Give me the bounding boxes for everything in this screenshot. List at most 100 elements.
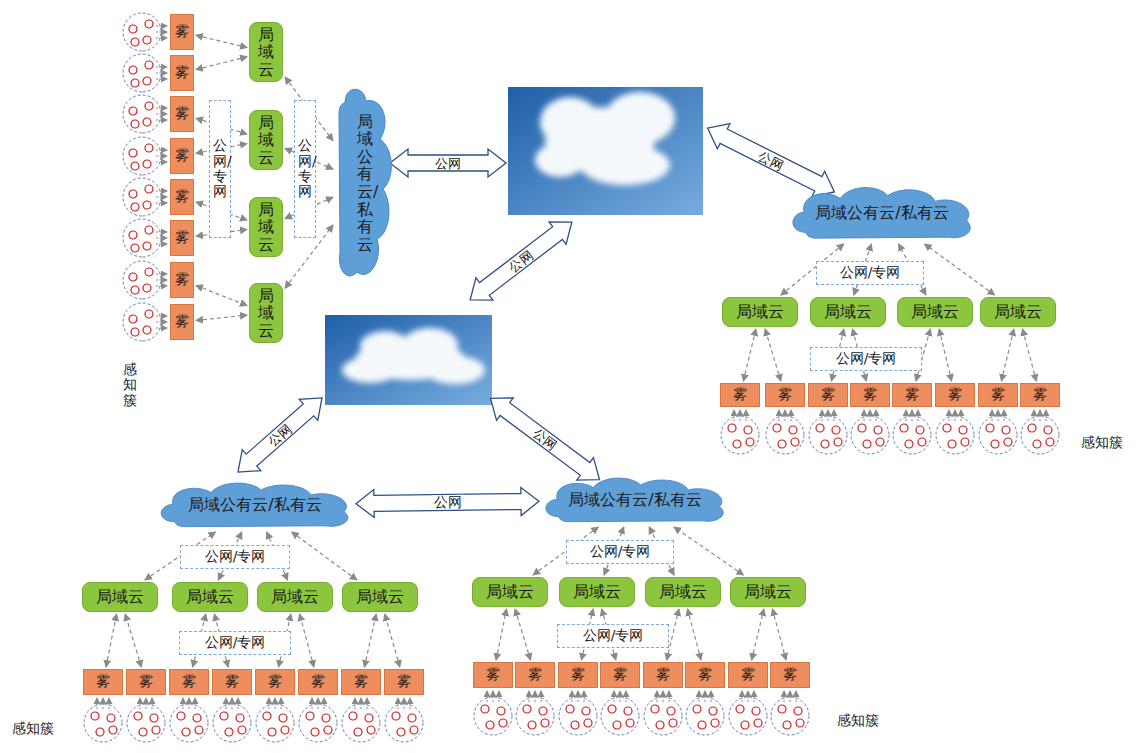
fog-node: 雾	[473, 662, 513, 688]
fog-node: 雾	[170, 262, 194, 298]
node-label: 雾	[175, 230, 189, 245]
sensor-cluster	[809, 410, 847, 454]
fog-node: 雾	[170, 55, 194, 91]
node-label: 雾	[733, 386, 747, 404]
link-connector	[196, 35, 247, 47]
node-label: 局域云	[736, 302, 784, 323]
link-connector	[125, 614, 141, 667]
network-arrow	[356, 487, 539, 517]
network-label: 公网	[506, 247, 536, 274]
node-label: 局域云	[258, 287, 274, 340]
sensor-cluster	[170, 698, 208, 742]
fog-node: 雾	[935, 383, 975, 407]
fog-node: 雾	[255, 669, 295, 695]
node-label: 雾	[268, 673, 282, 691]
network-arrow	[229, 387, 332, 482]
fog-node: 雾	[83, 669, 123, 695]
node-label: 雾	[311, 673, 325, 691]
node-label: 雾	[863, 386, 877, 404]
network-box: 公网/专网	[816, 261, 924, 285]
link-connector	[292, 532, 357, 580]
node-label: 雾	[571, 666, 585, 684]
fog-node: 雾	[170, 220, 194, 256]
sensor-cluster	[123, 95, 167, 133]
fog-node: 雾	[850, 383, 890, 407]
node-label: 雾	[486, 666, 500, 684]
node-label: 雾	[698, 666, 712, 684]
sensor-cluster	[213, 698, 251, 742]
sensor-cluster	[893, 410, 931, 454]
fog-node: 雾	[170, 138, 194, 174]
sensor-cluster	[342, 698, 380, 742]
fog-node: 雾	[808, 383, 848, 407]
network-box: 公网/专网	[209, 100, 231, 238]
fog-node: 雾	[558, 662, 598, 688]
node-label: 局域云	[911, 302, 959, 323]
node-label: 公网/专网	[205, 634, 266, 652]
sensor-cluster	[127, 698, 165, 742]
fog-node: 雾	[765, 383, 805, 407]
local-cloud-box: 局域云	[249, 22, 283, 82]
sensor-cluster	[474, 691, 512, 735]
network-arrow	[482, 387, 608, 491]
cloud-photo	[508, 87, 703, 215]
node-label: 雾	[175, 314, 189, 329]
fog-node: 雾	[384, 669, 424, 695]
link-connector	[688, 609, 702, 660]
node-label: 雾	[397, 673, 411, 691]
node-label: 局域云	[258, 26, 274, 79]
link-connector	[196, 57, 247, 70]
node-label: 雾	[182, 673, 196, 691]
node-label: 局域云	[271, 587, 319, 608]
fog-node: 雾	[170, 304, 194, 340]
sensor-cluster	[123, 137, 167, 175]
local-cloud-box: 局域云	[897, 297, 973, 327]
fog-node: 雾	[720, 383, 760, 407]
network-box: 公网/专网	[180, 545, 290, 569]
network-label: 公网	[530, 425, 560, 452]
sensor-cluster	[84, 698, 122, 742]
node-label: 雾	[528, 666, 542, 684]
cloud-outline	[546, 478, 723, 522]
node-label: 局域云	[96, 587, 144, 608]
sensor-clusters	[84, 13, 1059, 742]
node-label: 局域公有云/私有云	[357, 113, 373, 254]
node-label: 公网/专网	[205, 548, 266, 566]
node-label: 局域公有云/私有云	[188, 495, 321, 516]
link-connector	[1001, 329, 1014, 381]
link-connector	[364, 614, 376, 667]
node-label: 雾	[225, 673, 239, 691]
network-box: 公网/专网	[566, 540, 674, 564]
node-label: 公网/专网	[213, 138, 227, 200]
link-connector	[300, 614, 314, 667]
link-connector	[939, 329, 952, 381]
fog-node: 雾	[170, 179, 194, 215]
cluster-label: 感知簇	[12, 721, 54, 735]
node-label: 局域云	[258, 201, 274, 254]
network-label: 公网	[431, 495, 463, 509]
link-connector	[743, 329, 756, 381]
link-connector	[925, 244, 995, 295]
sensor-cluster	[644, 691, 682, 735]
node-label: 雾	[656, 666, 670, 684]
sensor-cluster	[123, 303, 167, 341]
node-label: 局域云	[744, 582, 792, 603]
fog-node: 雾	[728, 662, 768, 688]
network-label: 公网	[434, 157, 462, 170]
link-connector	[196, 286, 247, 306]
node-label: 局域云	[356, 587, 404, 608]
regional-cloud: 局域公有云/私有云	[540, 475, 730, 525]
node-label: 雾	[175, 272, 189, 287]
fog-node: 雾	[643, 662, 683, 688]
node-label: 局域云	[659, 582, 707, 603]
sensor-cluster	[686, 691, 724, 735]
link-connector	[674, 527, 743, 575]
link-connector	[196, 315, 247, 321]
cluster-label: 感知簇	[837, 713, 879, 727]
link-connector	[496, 609, 506, 660]
node-label: 公网/专网	[590, 543, 651, 561]
fog-node: 雾	[169, 669, 209, 695]
regional-cloud: 局域公有云/私有云	[155, 480, 355, 530]
node-label: 公网/专网	[840, 264, 901, 282]
local-cloud-box: 局域云	[249, 197, 283, 257]
